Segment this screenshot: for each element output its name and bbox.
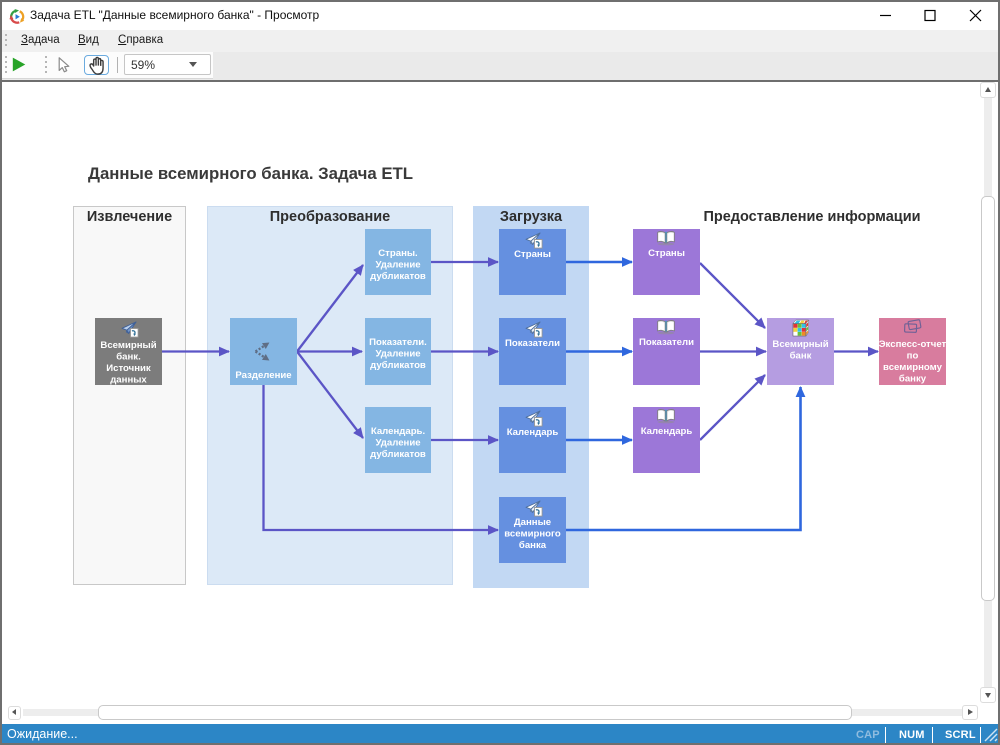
svg-text:Страны: Страны bbox=[648, 248, 685, 259]
svg-text:банку: банку bbox=[899, 374, 927, 385]
svg-text:данных: данных bbox=[110, 375, 147, 386]
svg-text:Разделение: Разделение bbox=[235, 370, 291, 381]
svg-text:Удаление: Удаление bbox=[375, 260, 420, 271]
svg-text:дубликатов: дубликатов bbox=[370, 271, 426, 282]
svg-text:банк.: банк. bbox=[116, 352, 141, 363]
svg-text:банка: банка bbox=[519, 540, 547, 551]
svg-text:Показатели: Показатели bbox=[505, 338, 560, 349]
svg-text:Календарь: Календарь bbox=[641, 426, 693, 437]
svg-text:Предоставление информации: Предоставление информации bbox=[703, 209, 920, 225]
svg-text:Всемирный: Всемирный bbox=[772, 339, 828, 350]
svg-text:Показатели.: Показатели. bbox=[369, 337, 427, 348]
svg-text:Источник: Источник bbox=[106, 363, 151, 374]
svg-text:Удаление: Удаление bbox=[375, 349, 420, 360]
svg-text:Извлечение: Извлечение bbox=[87, 209, 172, 225]
svg-text:Календарь.: Календарь. bbox=[371, 426, 425, 437]
svg-text:Данные всемирного банка. Задач: Данные всемирного банка. Задача ETL bbox=[88, 164, 413, 183]
svg-text:всемирному: всемирному bbox=[883, 362, 943, 373]
svg-text:Данные: Данные bbox=[514, 517, 551, 528]
svg-text:дубликатов: дубликатов bbox=[370, 449, 426, 460]
svg-text:Страны.: Страны. bbox=[378, 248, 417, 259]
svg-text:банк: банк bbox=[790, 351, 812, 362]
svg-text:Страны: Страны bbox=[514, 249, 551, 260]
svg-text:Загрузка: Загрузка bbox=[500, 209, 563, 225]
svg-text:по: по bbox=[907, 351, 919, 362]
svg-text:всемирного: всемирного bbox=[504, 529, 561, 540]
svg-text:Экспесс-отчет: Экспесс-отчет bbox=[879, 339, 947, 350]
svg-text:Удаление: Удаление bbox=[375, 438, 420, 449]
svg-text:Преобразование: Преобразование bbox=[270, 209, 390, 225]
svg-text:дубликатов: дубликатов bbox=[370, 360, 426, 371]
svg-text:Всемирный: Всемирный bbox=[100, 340, 156, 351]
svg-text:Календарь: Календарь bbox=[507, 427, 559, 438]
svg-text:Показатели: Показатели bbox=[639, 337, 694, 348]
